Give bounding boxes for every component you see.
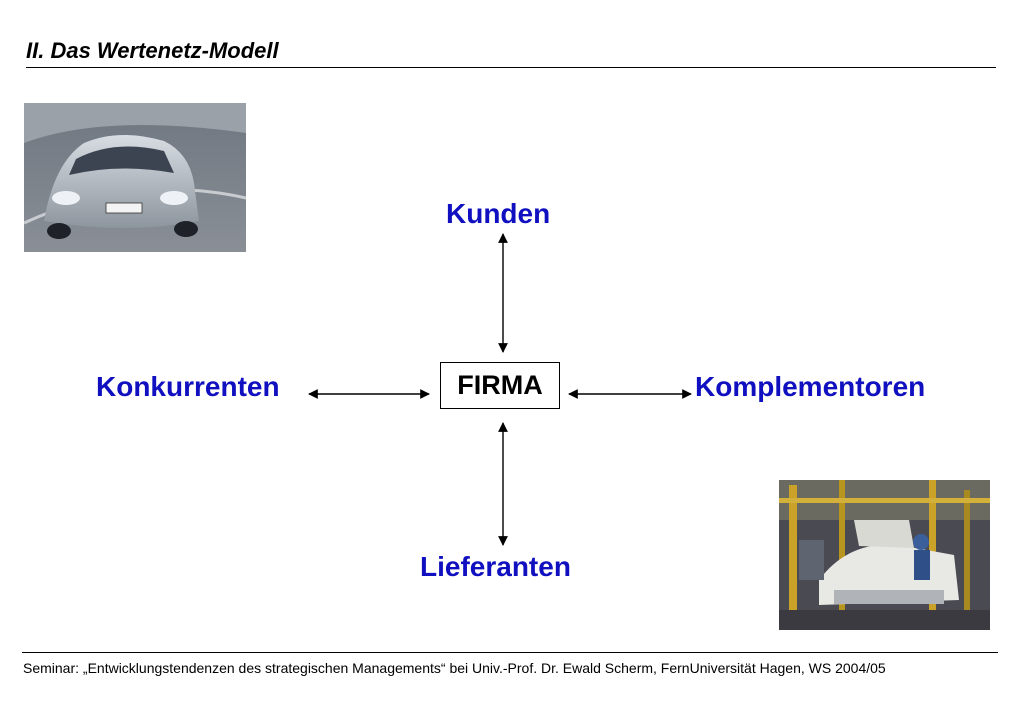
factory-assembly-photo <box>779 480 990 630</box>
node-firma: FIRMA <box>440 362 560 409</box>
footer-divider <box>22 652 998 653</box>
slide-title: II. Das Wertenetz-Modell <box>26 38 279 63</box>
node-komplementoren: Komplementoren <box>695 371 926 402</box>
car-photo <box>24 103 246 252</box>
title-divider <box>26 67 996 68</box>
node-lieferanten: Lieferanten <box>420 551 571 582</box>
node-konkurrenten: Konkurrenten <box>96 371 280 402</box>
slide-footer: Seminar: „Entwicklungstendenzen des stra… <box>23 660 886 676</box>
node-kunden: Kunden <box>446 198 551 229</box>
